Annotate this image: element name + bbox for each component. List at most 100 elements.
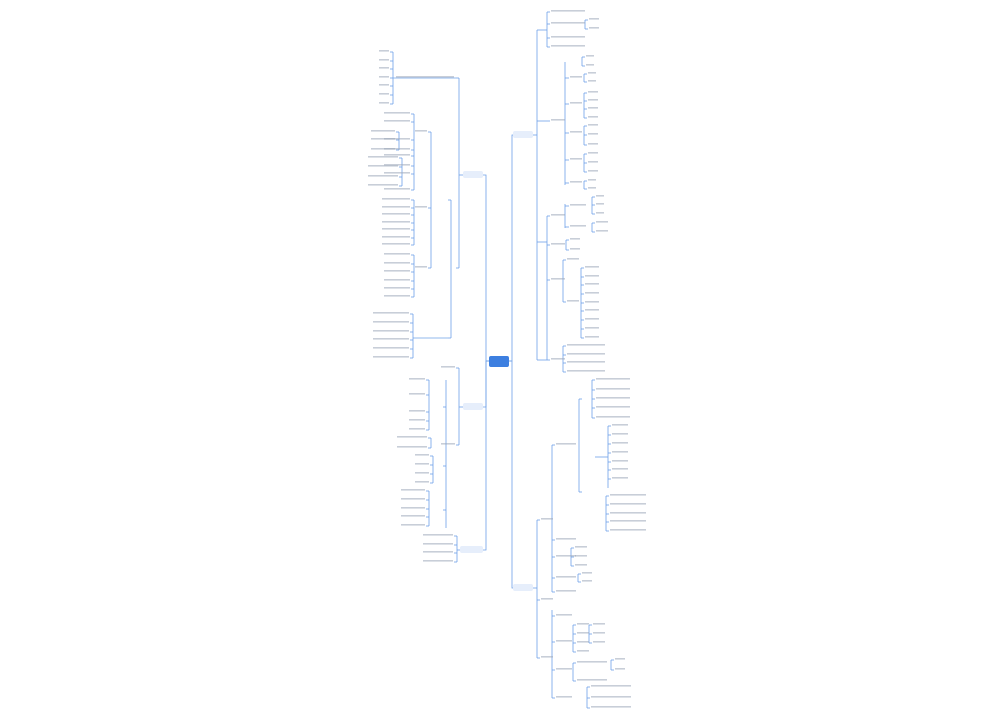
leaf-label xyxy=(588,99,598,101)
leaf-label xyxy=(373,321,409,323)
leaf-label xyxy=(551,10,585,12)
leaf-label xyxy=(415,130,427,132)
leaf-label xyxy=(591,706,631,708)
leaf-label xyxy=(397,446,427,448)
leaf-label xyxy=(570,131,582,133)
leaf-label xyxy=(589,18,599,20)
leaf-label xyxy=(423,534,453,536)
leaf-label xyxy=(401,489,425,491)
leaf-label xyxy=(415,481,429,483)
leaf-label xyxy=(401,515,425,517)
leaf-label xyxy=(379,67,389,69)
leaf-label xyxy=(556,640,572,642)
leaf-label xyxy=(593,623,605,625)
leaf-label xyxy=(588,152,598,154)
leaf-label xyxy=(384,172,410,174)
leaf-label xyxy=(596,397,630,399)
leaf-label xyxy=(382,198,410,200)
leaf-label xyxy=(379,93,389,95)
leaf-label xyxy=(591,696,631,698)
leaf-label xyxy=(588,187,596,189)
leaf-label xyxy=(567,300,579,302)
branch-node-left-mid[interactable] xyxy=(463,403,483,410)
leaf-label xyxy=(382,221,410,223)
leaf-label xyxy=(570,248,580,250)
leaf-label xyxy=(567,344,605,346)
leaf-label xyxy=(423,560,453,562)
leaf-label xyxy=(577,679,607,681)
leaf-label xyxy=(441,443,455,445)
leaf-label xyxy=(588,179,596,181)
leaf-label xyxy=(379,76,389,78)
leaf-label xyxy=(570,102,582,104)
leaf-label xyxy=(575,546,587,548)
leaf-label xyxy=(610,529,646,531)
leaf-label xyxy=(396,76,454,78)
leaf-label xyxy=(384,148,410,150)
leaf-label xyxy=(384,270,410,272)
leaf-label xyxy=(610,512,646,514)
leaf-label xyxy=(556,696,572,698)
leaf-label xyxy=(409,393,425,395)
leaf-label xyxy=(409,378,425,380)
leaf-label xyxy=(593,632,605,634)
leaf-label xyxy=(556,668,572,670)
leaf-label xyxy=(596,212,604,214)
leaf-label xyxy=(610,520,646,522)
leaf-label xyxy=(384,188,410,190)
leaf-label xyxy=(415,463,429,465)
leaf-label xyxy=(556,538,576,540)
leaf-label xyxy=(551,358,565,360)
leaf-label xyxy=(570,76,582,78)
leaf-label xyxy=(610,503,646,505)
trunk-right-bottom xyxy=(509,360,513,589)
leaf-label xyxy=(379,59,389,61)
branch-node-right-top[interactable] xyxy=(513,131,533,138)
leaf-label xyxy=(596,388,630,390)
leaf-label xyxy=(596,406,630,408)
leaf-label xyxy=(588,72,596,74)
leaf-label xyxy=(577,650,589,652)
leaf-label xyxy=(368,175,398,177)
leaf-label xyxy=(415,472,429,474)
leaf-label xyxy=(551,278,565,280)
leaf-label xyxy=(588,91,598,93)
leaf-label xyxy=(371,130,395,132)
branch-node-left-top[interactable] xyxy=(463,171,483,178)
leaf-label xyxy=(585,292,599,294)
leaf-label xyxy=(586,64,594,66)
leaf-label xyxy=(551,243,565,245)
leaf-label xyxy=(551,36,585,38)
leaf-label xyxy=(384,279,410,281)
leaf-label xyxy=(585,283,599,285)
root-node[interactable] xyxy=(489,356,509,367)
leaf-label xyxy=(401,507,425,509)
leaf-label xyxy=(382,206,410,208)
leaf-label xyxy=(567,353,605,355)
leaf-label xyxy=(570,158,582,160)
leaf-label xyxy=(570,181,582,183)
leaf-label xyxy=(593,641,605,643)
leaf-label xyxy=(556,590,576,592)
leaf-label xyxy=(382,213,410,215)
leaf-label xyxy=(556,555,576,557)
leaf-label xyxy=(384,120,410,122)
branch-node-right-bottom[interactable] xyxy=(513,584,533,591)
leaf-label xyxy=(551,22,585,24)
leaf-label xyxy=(577,623,589,625)
leaf-label xyxy=(415,206,427,208)
leaf-label xyxy=(397,436,427,438)
leaf-label xyxy=(373,312,409,314)
leaf-label xyxy=(409,428,425,430)
trunk-left-top xyxy=(483,174,489,362)
leaf-label xyxy=(384,262,410,264)
leaf-label xyxy=(415,266,427,268)
leaf-label xyxy=(588,143,598,145)
branch-node-left-bottom[interactable] xyxy=(460,546,483,553)
leaf-label xyxy=(610,494,646,496)
leaf-label xyxy=(588,170,598,172)
leaf-label xyxy=(585,327,599,329)
leaf-label xyxy=(382,228,410,230)
leaf-label xyxy=(570,225,586,227)
leaf-label xyxy=(596,378,630,380)
